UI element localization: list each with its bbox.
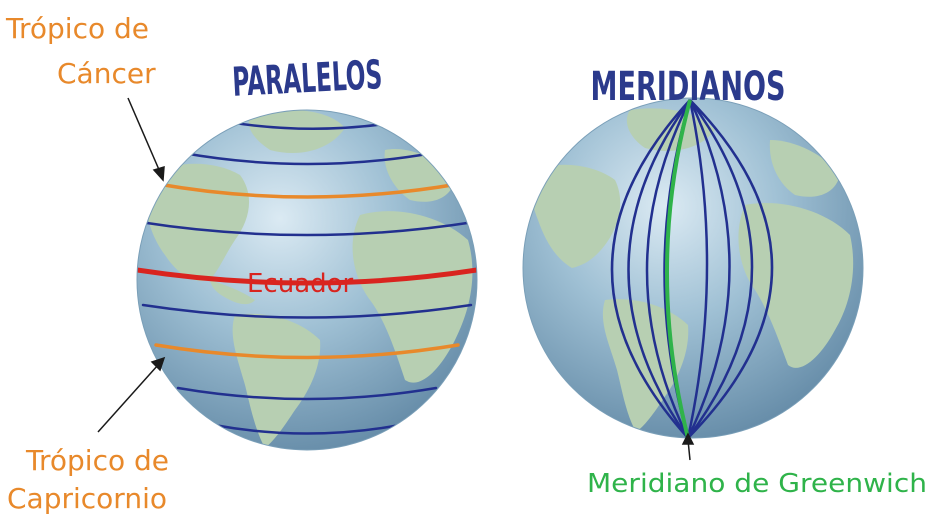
greenwich-arrow <box>681 432 695 461</box>
meridian-line-8 <box>687 99 774 438</box>
parallel-line-5 <box>176 386 438 401</box>
meridians-title: MERIDIANOS <box>591 64 786 110</box>
parallel-line-2 <box>181 151 435 166</box>
tropic-of-cancer-line <box>156 182 460 199</box>
greenwich-label: Meridiano de Greenwich <box>587 469 927 499</box>
tropic-of-capricorn-line <box>154 343 460 360</box>
meridian-line-6 <box>686 99 731 438</box>
meridian-line-3 <box>645 99 692 438</box>
parallel-line-6 <box>212 423 402 435</box>
tropic-cancer-label-line1: Trópico de <box>5 12 149 45</box>
tropic-capricorn-arrow <box>97 356 166 433</box>
greenwich-meridian-line <box>665 99 692 438</box>
left-land-central-america <box>210 280 255 305</box>
tropic-cancer-label-line2: Cáncer <box>57 57 156 90</box>
right-land-north-america <box>530 164 621 268</box>
left-land-greenland <box>248 110 345 153</box>
right-land-africa <box>738 203 854 368</box>
meridians-globe <box>522 97 864 439</box>
left-land-africa <box>352 211 473 383</box>
left-globe-outline <box>136 109 478 451</box>
tropic-capricorn-label-line2: Capricornio <box>7 482 167 515</box>
meridian-line-1 <box>610 99 691 438</box>
parallels-globe <box>136 109 478 451</box>
equator-line <box>137 267 477 286</box>
meridian-line-7 <box>686 99 754 438</box>
meridian-line-5 <box>686 99 709 438</box>
parallels-title: PARALELOS <box>231 52 383 106</box>
tropic-capricorn-label-line1: Trópico de <box>25 444 169 477</box>
meridian-line-2 <box>627 99 692 438</box>
left-parallel-lines <box>137 119 477 435</box>
parallel-line-4 <box>141 303 473 319</box>
equator-label: Ecuador <box>247 269 354 299</box>
left-land-south-america <box>232 313 321 448</box>
tropic-cancer-arrow <box>127 97 165 182</box>
right-globe-outline <box>522 97 864 439</box>
parallel-line-3 <box>138 220 476 237</box>
right-land-europe <box>769 140 840 197</box>
